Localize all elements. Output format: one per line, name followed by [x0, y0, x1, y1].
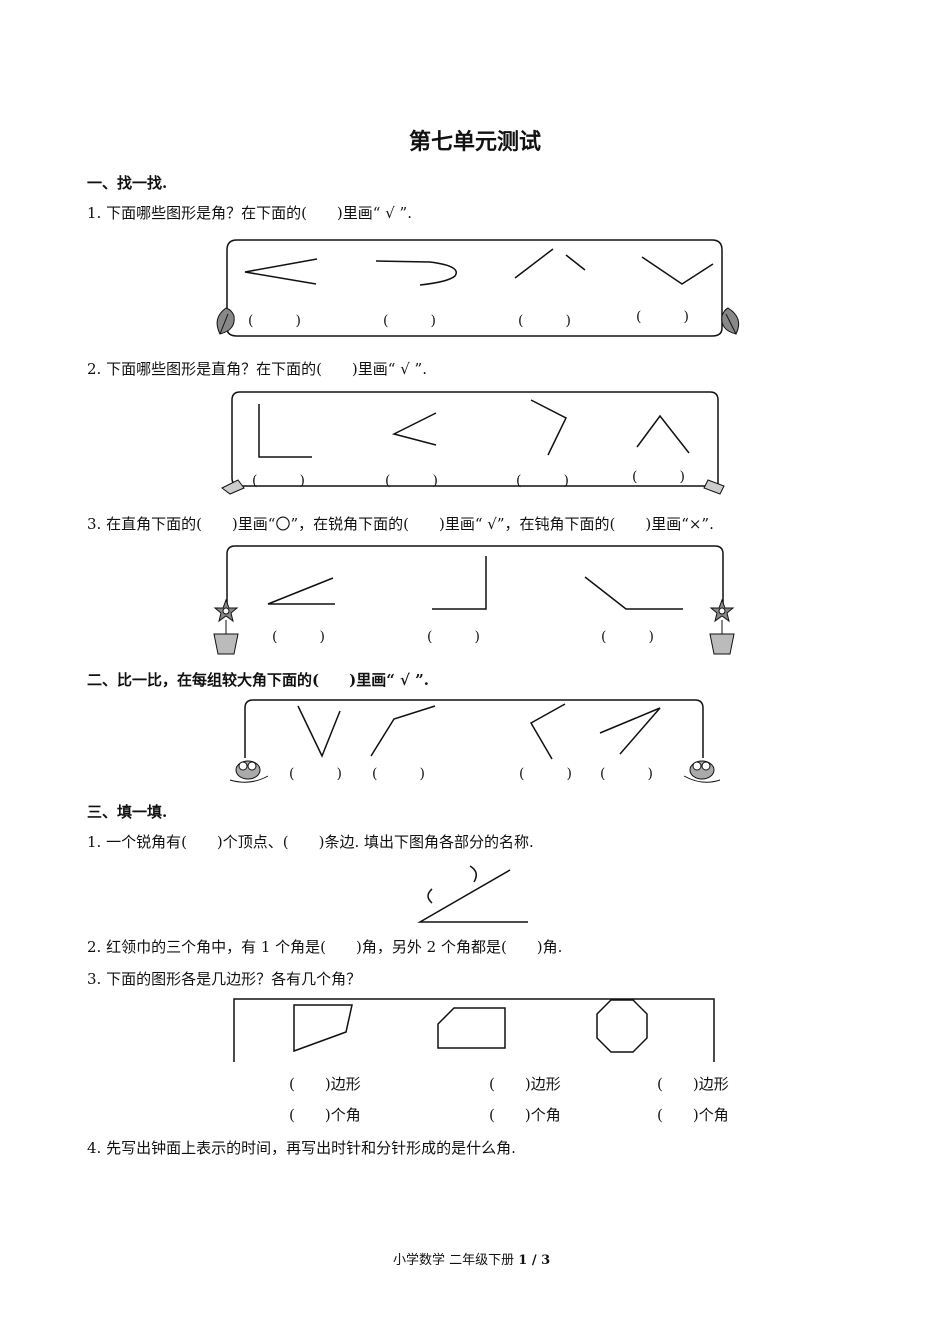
question-3-1: 1. 一个锐角有( )个顶点、( )条边. 填出下图角各部分的名称.: [87, 833, 534, 851]
answer-blank[interactable]: ( ): [252, 473, 305, 489]
polygon-angles-blank[interactable]: ( )个角: [657, 1106, 729, 1124]
scroll-curl-icon-right: [703, 479, 725, 495]
answer-blank[interactable]: ( ): [519, 766, 572, 782]
answer-blank[interactable]: ( ): [427, 629, 480, 645]
section-2-heading: 二、比一比，在每组较大角下面的( )里画“ √ ”.: [87, 671, 429, 689]
question-1-1: 1. 下面哪些图形是角？在下面的( )里画“ √ ”.: [87, 204, 412, 222]
section-3-heading: 三、填一填.: [87, 803, 168, 821]
answer-blank[interactable]: ( ): [632, 469, 685, 485]
page-number: 1 / 3: [518, 1253, 551, 1268]
question-3-4: 4. 先写出钟面上表示的时间，再写出时针和分针形成的是什么角.: [87, 1139, 516, 1157]
answer-blank[interactable]: ( ): [383, 313, 436, 329]
answer-blank[interactable]: ( ): [601, 629, 654, 645]
page-title: 第七单元测试: [408, 129, 541, 155]
flower-pot-icon-left: [213, 598, 239, 655]
answer-blank[interactable]: ( ): [516, 473, 569, 489]
flower-pot-icon-right: [709, 598, 735, 655]
bird-icon-left: [229, 760, 269, 783]
answer-blank[interactable]: ( ): [289, 766, 342, 782]
question-3-3: 3. 下面的图形各是几边形？各有几个角？: [87, 970, 362, 988]
footer-label: 小学数学 二年级下册 1 / 3: [393, 1249, 550, 1268]
answer-blank[interactable]: ( ): [385, 473, 438, 489]
bird-icon-right: [683, 760, 721, 783]
question-1-2: 2. 下面哪些图形是直角？在下面的( )里画“ √ ”.: [87, 360, 427, 378]
polygon-angles-blank[interactable]: ( )个角: [489, 1106, 561, 1124]
question-3-2: 2. 红领巾的三个角中，有 1 个角是( )角，另外 2 个角都是( )角.: [87, 938, 563, 956]
polygon-sides-blank[interactable]: ( )边形: [289, 1075, 361, 1093]
leaf-icon-right: [721, 307, 740, 335]
section-1-heading: 一、找一找.: [87, 174, 168, 192]
polygon-sides-blank[interactable]: ( )边形: [489, 1075, 561, 1093]
footer-text: 小学数学 二年级下册: [393, 1253, 515, 1268]
leaf-icon-left: [216, 307, 235, 335]
answer-blank[interactable]: ( ): [372, 766, 425, 782]
scroll-curl-icon-left: [221, 479, 245, 495]
answer-blank[interactable]: ( ): [636, 309, 689, 325]
answer-blank[interactable]: ( ): [248, 313, 301, 329]
polygon-sides-blank[interactable]: ( )边形: [657, 1075, 729, 1093]
polygon-angles-blank[interactable]: ( )个角: [289, 1106, 361, 1124]
question-1-3: 3. 在直角下面的( )里画“〇”，在锐角下面的( )里画“ √”，在钝角下面的…: [87, 515, 714, 533]
answer-blank[interactable]: ( ): [518, 313, 571, 329]
answer-blank[interactable]: ( ): [272, 629, 325, 645]
answer-blank[interactable]: ( ): [600, 766, 653, 782]
